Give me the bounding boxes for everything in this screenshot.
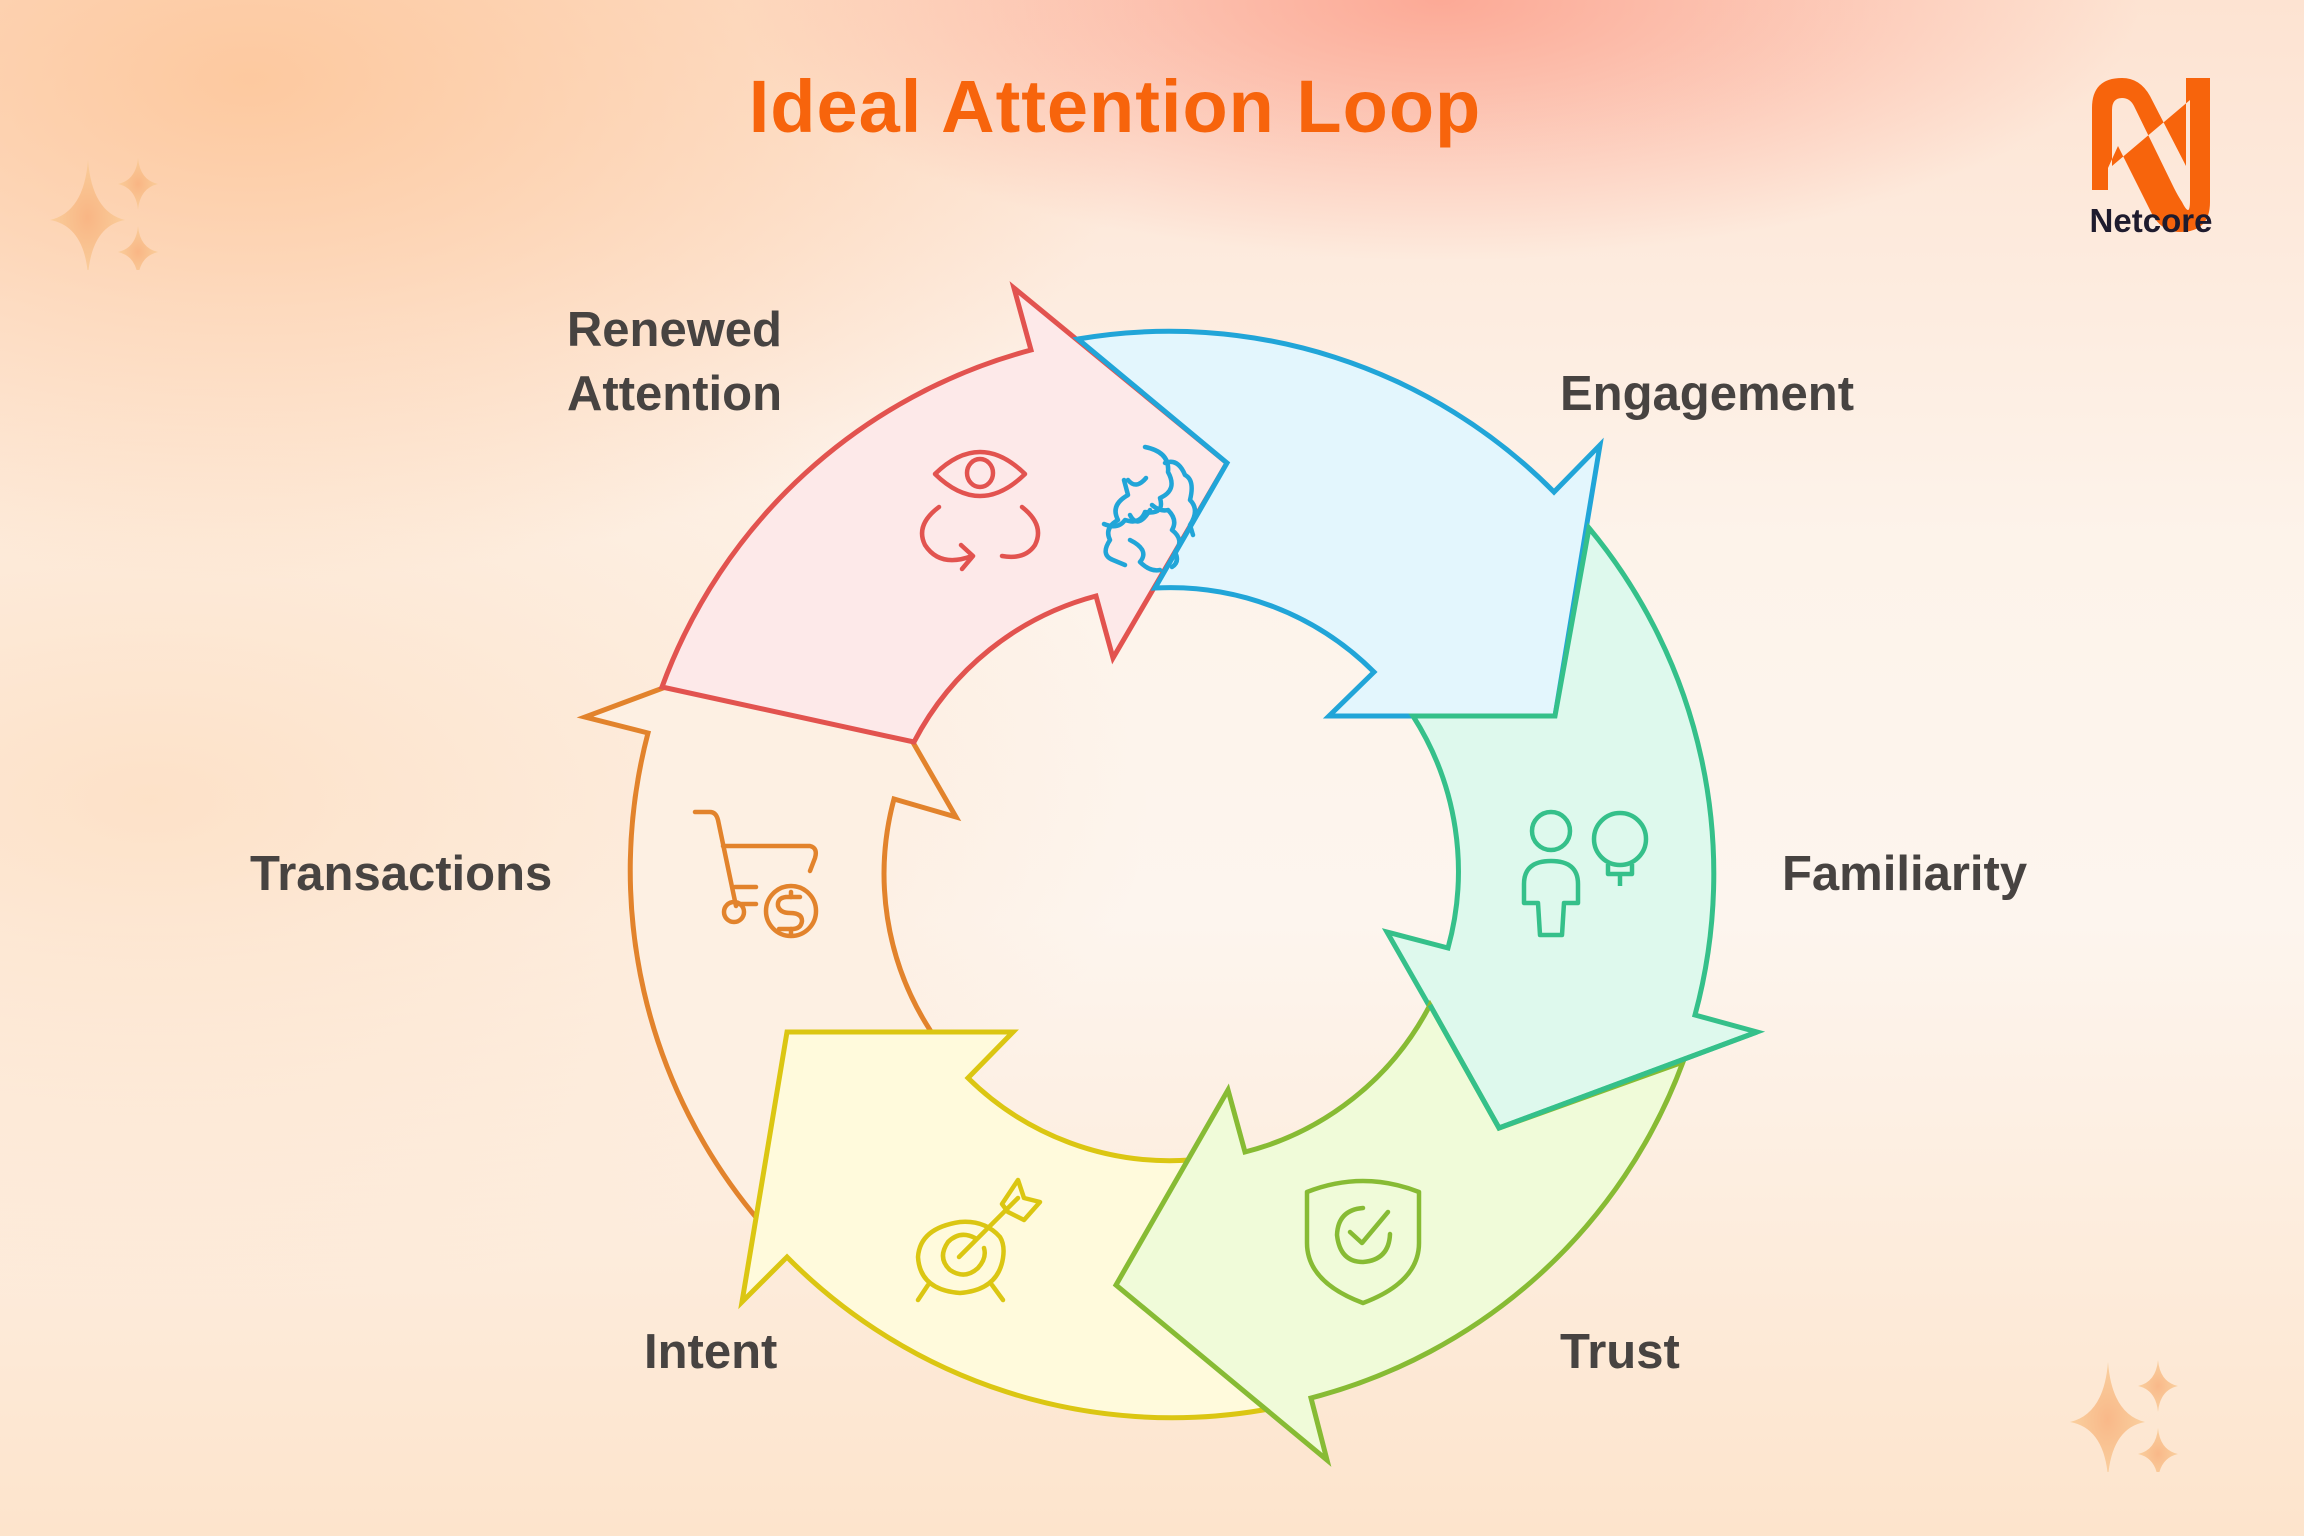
netcore-n-logo-icon <box>2092 78 2210 232</box>
sparkle-icon <box>50 158 158 270</box>
sparkle-icon <box>2070 1360 2178 1472</box>
stage-label-transactions: Transactions <box>250 847 553 901</box>
person-lightbulb-icon <box>1521 809 1649 938</box>
stage-label-intent: Intent <box>644 1325 778 1379</box>
page-title: Ideal Attention Loop <box>748 65 1482 148</box>
handshake-icon <box>1101 444 1198 573</box>
eye-rotate-icon <box>919 449 1041 572</box>
stage-arrow-engagement[interactable] <box>1072 328 1604 719</box>
brand-name: Netcore <box>2089 202 2213 239</box>
stage-arrow-trust[interactable] <box>1112 999 1688 1467</box>
stage-label-trust: Trust <box>1560 1325 1680 1379</box>
stage-arrow-intent[interactable] <box>738 1029 1267 1421</box>
stage-arrow-renewed-attention[interactable] <box>658 281 1231 745</box>
shield-check-icon <box>1304 1178 1422 1306</box>
cart-dollar-icon <box>692 809 819 939</box>
stage-label-renewed-attention: Renewed Attention <box>566 303 782 421</box>
stage-label-engagement: Engagement <box>1560 367 1855 421</box>
stage-label-familiarity: Familiarity <box>1782 847 2028 901</box>
target-arrow-icon <box>915 1177 1043 1303</box>
